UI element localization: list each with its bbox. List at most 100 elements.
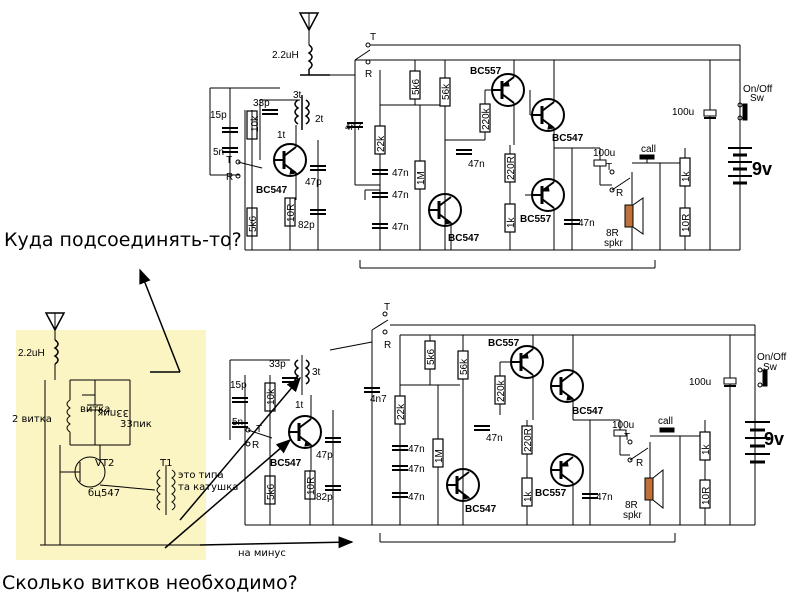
b-label-220r: 220R [523,428,534,452]
label-10r-left: 10R [286,204,297,222]
inset-label-tap: витка [80,404,110,415]
label-1k-a: 1k [506,216,517,228]
label-220k: 220k [481,107,492,130]
b-label-bc547-rf: BC547 [270,458,302,469]
b-label-47p: 47p [316,450,333,461]
label-8r: 8R [606,228,619,239]
transformer-coil [294,95,310,130]
annotation-top-question: Куда подсоединять-то? [4,229,242,251]
b-label-10r-b: 10R [701,487,712,505]
label-4n7: 4n7 [345,122,362,133]
label-10k: 10k [250,115,261,132]
b-label-47n-3: 47n [408,492,425,503]
b-label-100u-b: 100u [689,377,711,388]
label-33p: 33p [253,98,270,109]
label-47n-1: 47n [392,168,409,179]
antenna-icon-inset [44,312,66,340]
b-label-47n-4: 47n [486,433,503,444]
label-2t: 2t [315,114,324,125]
inset-label-transistor-type: бц547 [88,488,120,499]
inset-label-turns: 2 витка [12,414,52,425]
b-label-r-left: R [252,440,259,451]
b-label-8r: 8R [625,500,638,511]
b-label-10r: 10R [306,477,317,495]
label-3t: 3t [293,90,302,101]
antenna-icon [298,12,320,45]
b-label-spkr: spkr [623,510,643,521]
label-47p: 47p [305,177,322,188]
b-label-10k: 10k [266,388,277,405]
b-label-47n-5: 47n [596,492,613,503]
label-call: call [641,144,656,155]
inset-sketch [40,312,206,546]
b-label-5k6-mid: 5k6 [426,348,437,365]
b-label-bc557-a: BC557 [488,338,520,349]
label-15p: 15p [210,110,227,121]
label-t-top: T [370,32,376,43]
label-100u-a: 100u [593,148,615,159]
inset-label-coil: T1 [159,458,172,469]
b-label-bc557-b: BC557 [535,488,567,499]
inductor-coil [300,44,330,76]
top-schematic [209,12,752,269]
label-inductor: 2.2uH [272,50,299,61]
label-bc547-c: BC547 [552,133,584,144]
label-to-minus: на минус [238,548,286,559]
label-47n-3: 47n [392,222,409,233]
label-82p: 82p [298,220,315,231]
label-on-off: On/Off [743,84,772,95]
b-label-82p: 82p [316,492,333,503]
b-label-15p: 15p [230,380,247,391]
label-9v: 9v [752,159,772,179]
label-5k6-left: 5k6 [248,215,259,232]
inset-label-transistor: VT2 [95,458,114,469]
b-label-bc547-b: BC547 [465,504,497,515]
label-5k6-mid: 5k6 [411,78,422,95]
label-t-left: T [226,155,232,166]
label-10r-b: 10R [681,214,692,232]
b-label-220k: 220k [496,379,507,402]
annotation-bottom-question: Сколько витков необходимо? [2,572,298,594]
label-r-left: R [226,172,233,183]
label-1t: 1t [277,130,286,141]
label-47n-2: 47n [392,190,409,201]
b-label-r-top: R [384,340,391,351]
inset-label-cap-rot: 33пик [97,407,129,418]
b-label-3t: 3t [312,367,321,378]
b-label-5n: 5n [232,417,243,428]
b-label-1k-a: 1k [523,490,534,502]
b-label-4n7: 4n7 [370,394,387,405]
b-label-9v: 9v [764,429,784,449]
annotation-arrows [139,268,354,549]
b-label-t-out: T [624,432,630,443]
label-5n: 5n [213,147,224,158]
label-t-out: T [606,162,612,173]
inset-label-inductor: 2.2uH [18,348,45,359]
label-1m: 1M [416,171,427,185]
label-47n-4: 47n [468,159,485,170]
b-label-sw: Sw [763,362,778,373]
b-label-t-left: T [256,424,262,435]
b-label-1t: 1t [295,400,304,411]
label-22k: 22k [376,135,387,152]
label-r-top: R [365,69,372,80]
b-label-22k: 22k [396,403,407,420]
inset-label-cap: 33пик [120,419,152,430]
b-label-47n-1: 47n [408,444,425,455]
b-label-100u-a: 100u [612,420,634,431]
b-label-on-off: On/Off [757,352,786,363]
top-labels: 2.2uH 3t 2t 1t T R 15p 33p 10k 5n T R BC… [210,32,772,249]
b-label-r-out: R [636,458,643,469]
label-100u-b: 100u [672,107,694,118]
b-label-1k-b: 1k [701,443,712,455]
label-spkr: spkr [604,238,624,249]
b-label-33p: 33p [269,359,286,370]
label-bc547-b: BC547 [448,233,480,244]
bottom-labels: 3t 1t T R 15p 33p 10k 5n T R BC547 47p 5… [230,302,786,521]
label-bc547-rf: BC547 [256,185,288,196]
label-bc557-a: BC557 [470,66,502,77]
b-label-bc547-c: BC547 [572,406,604,417]
b-label-5k6: 5k6 [266,483,277,500]
label-sw: Sw [750,93,765,104]
